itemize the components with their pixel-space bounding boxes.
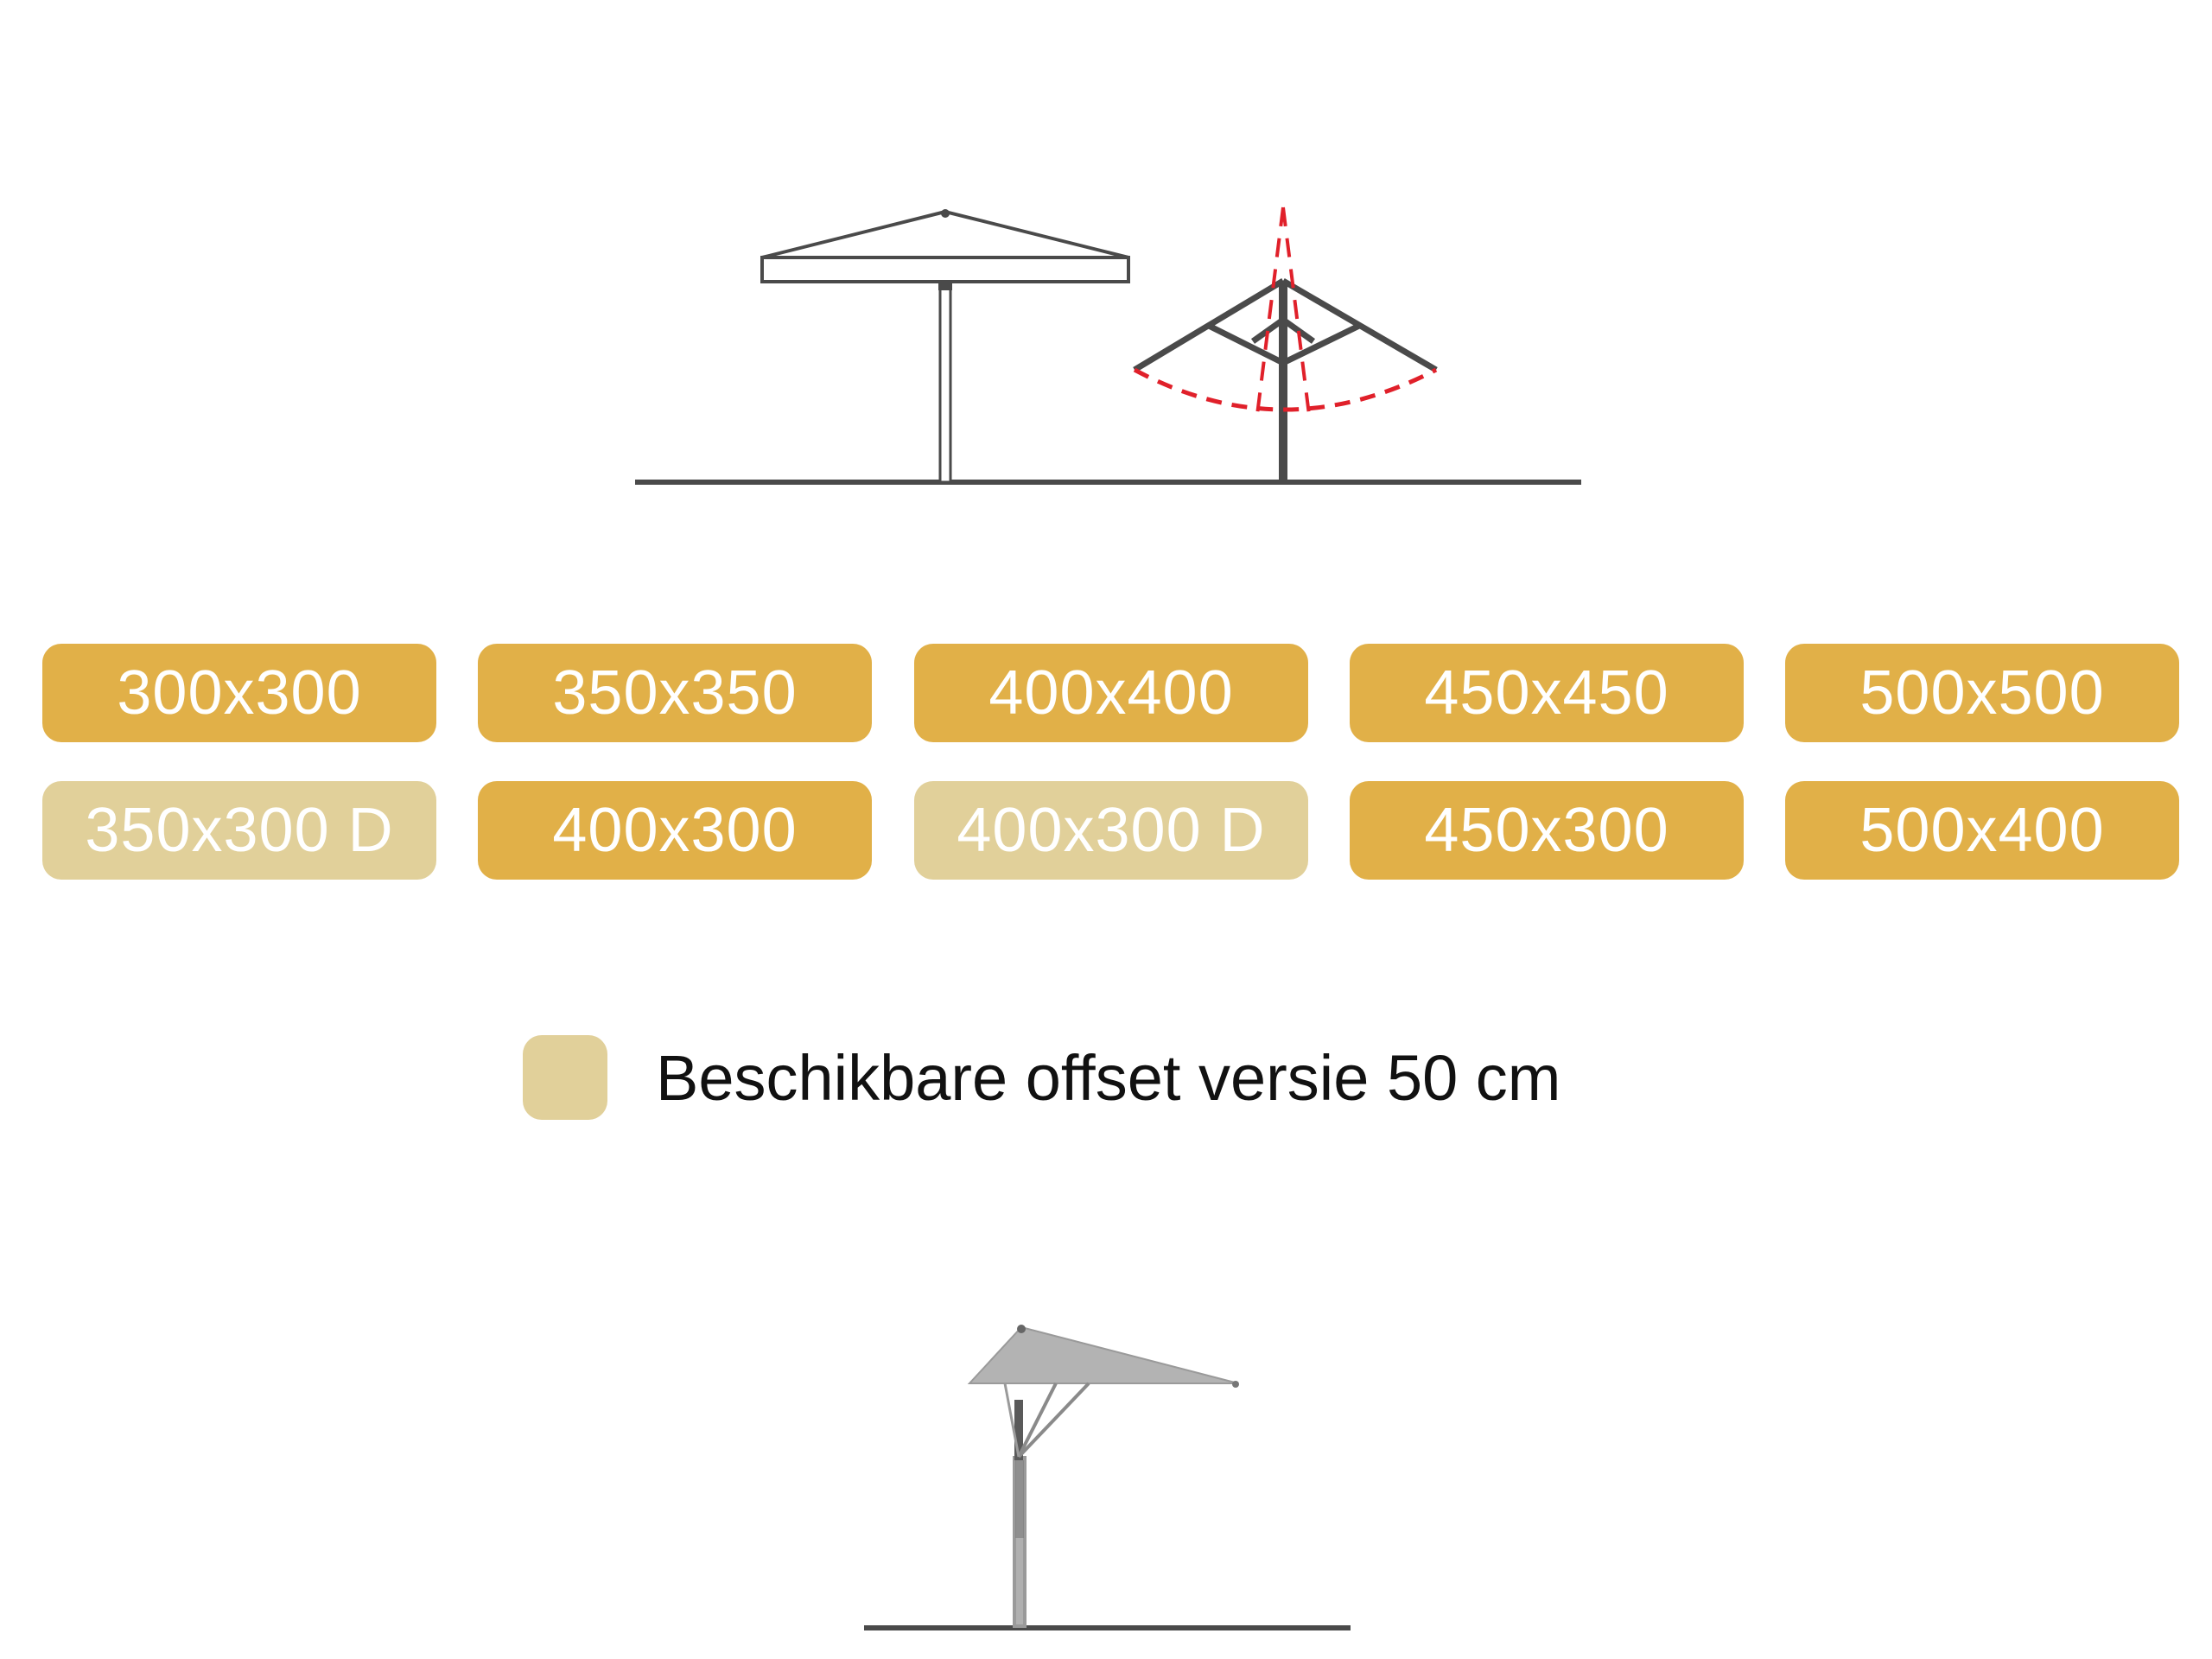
size-button-500x400[interactable]: 500x400 <box>1785 781 2179 880</box>
size-button-450x450[interactable]: 450x450 <box>1350 644 1744 742</box>
umbrella-offset-icon <box>864 1325 1351 1630</box>
size-button-400x300[interactable]: 400x300 <box>478 781 872 880</box>
size-button-450x300[interactable]: 450x300 <box>1350 781 1744 880</box>
legend: Beschikbare offset versie 50 cm <box>523 1035 1560 1120</box>
size-button-400x400[interactable]: 400x400 <box>914 644 1308 742</box>
offset-color-swatch <box>523 1035 607 1120</box>
size-button-350x350[interactable]: 350x350 <box>478 644 872 742</box>
size-button-400x300-d[interactable]: 400x300 D <box>914 781 1308 880</box>
size-button-500x500[interactable]: 500x500 <box>1785 644 2179 742</box>
size-button-300x300[interactable]: 300x300 <box>42 644 436 742</box>
legend-text: Beschikbare offset versie 50 cm <box>656 1041 1561 1114</box>
umbrella-open-icon <box>760 209 1130 484</box>
umbrella-tilt-icon <box>1133 207 1438 482</box>
size-button-350x300-d[interactable]: 350x300 D <box>42 781 436 880</box>
umbrella-diagram-top <box>635 207 1581 485</box>
